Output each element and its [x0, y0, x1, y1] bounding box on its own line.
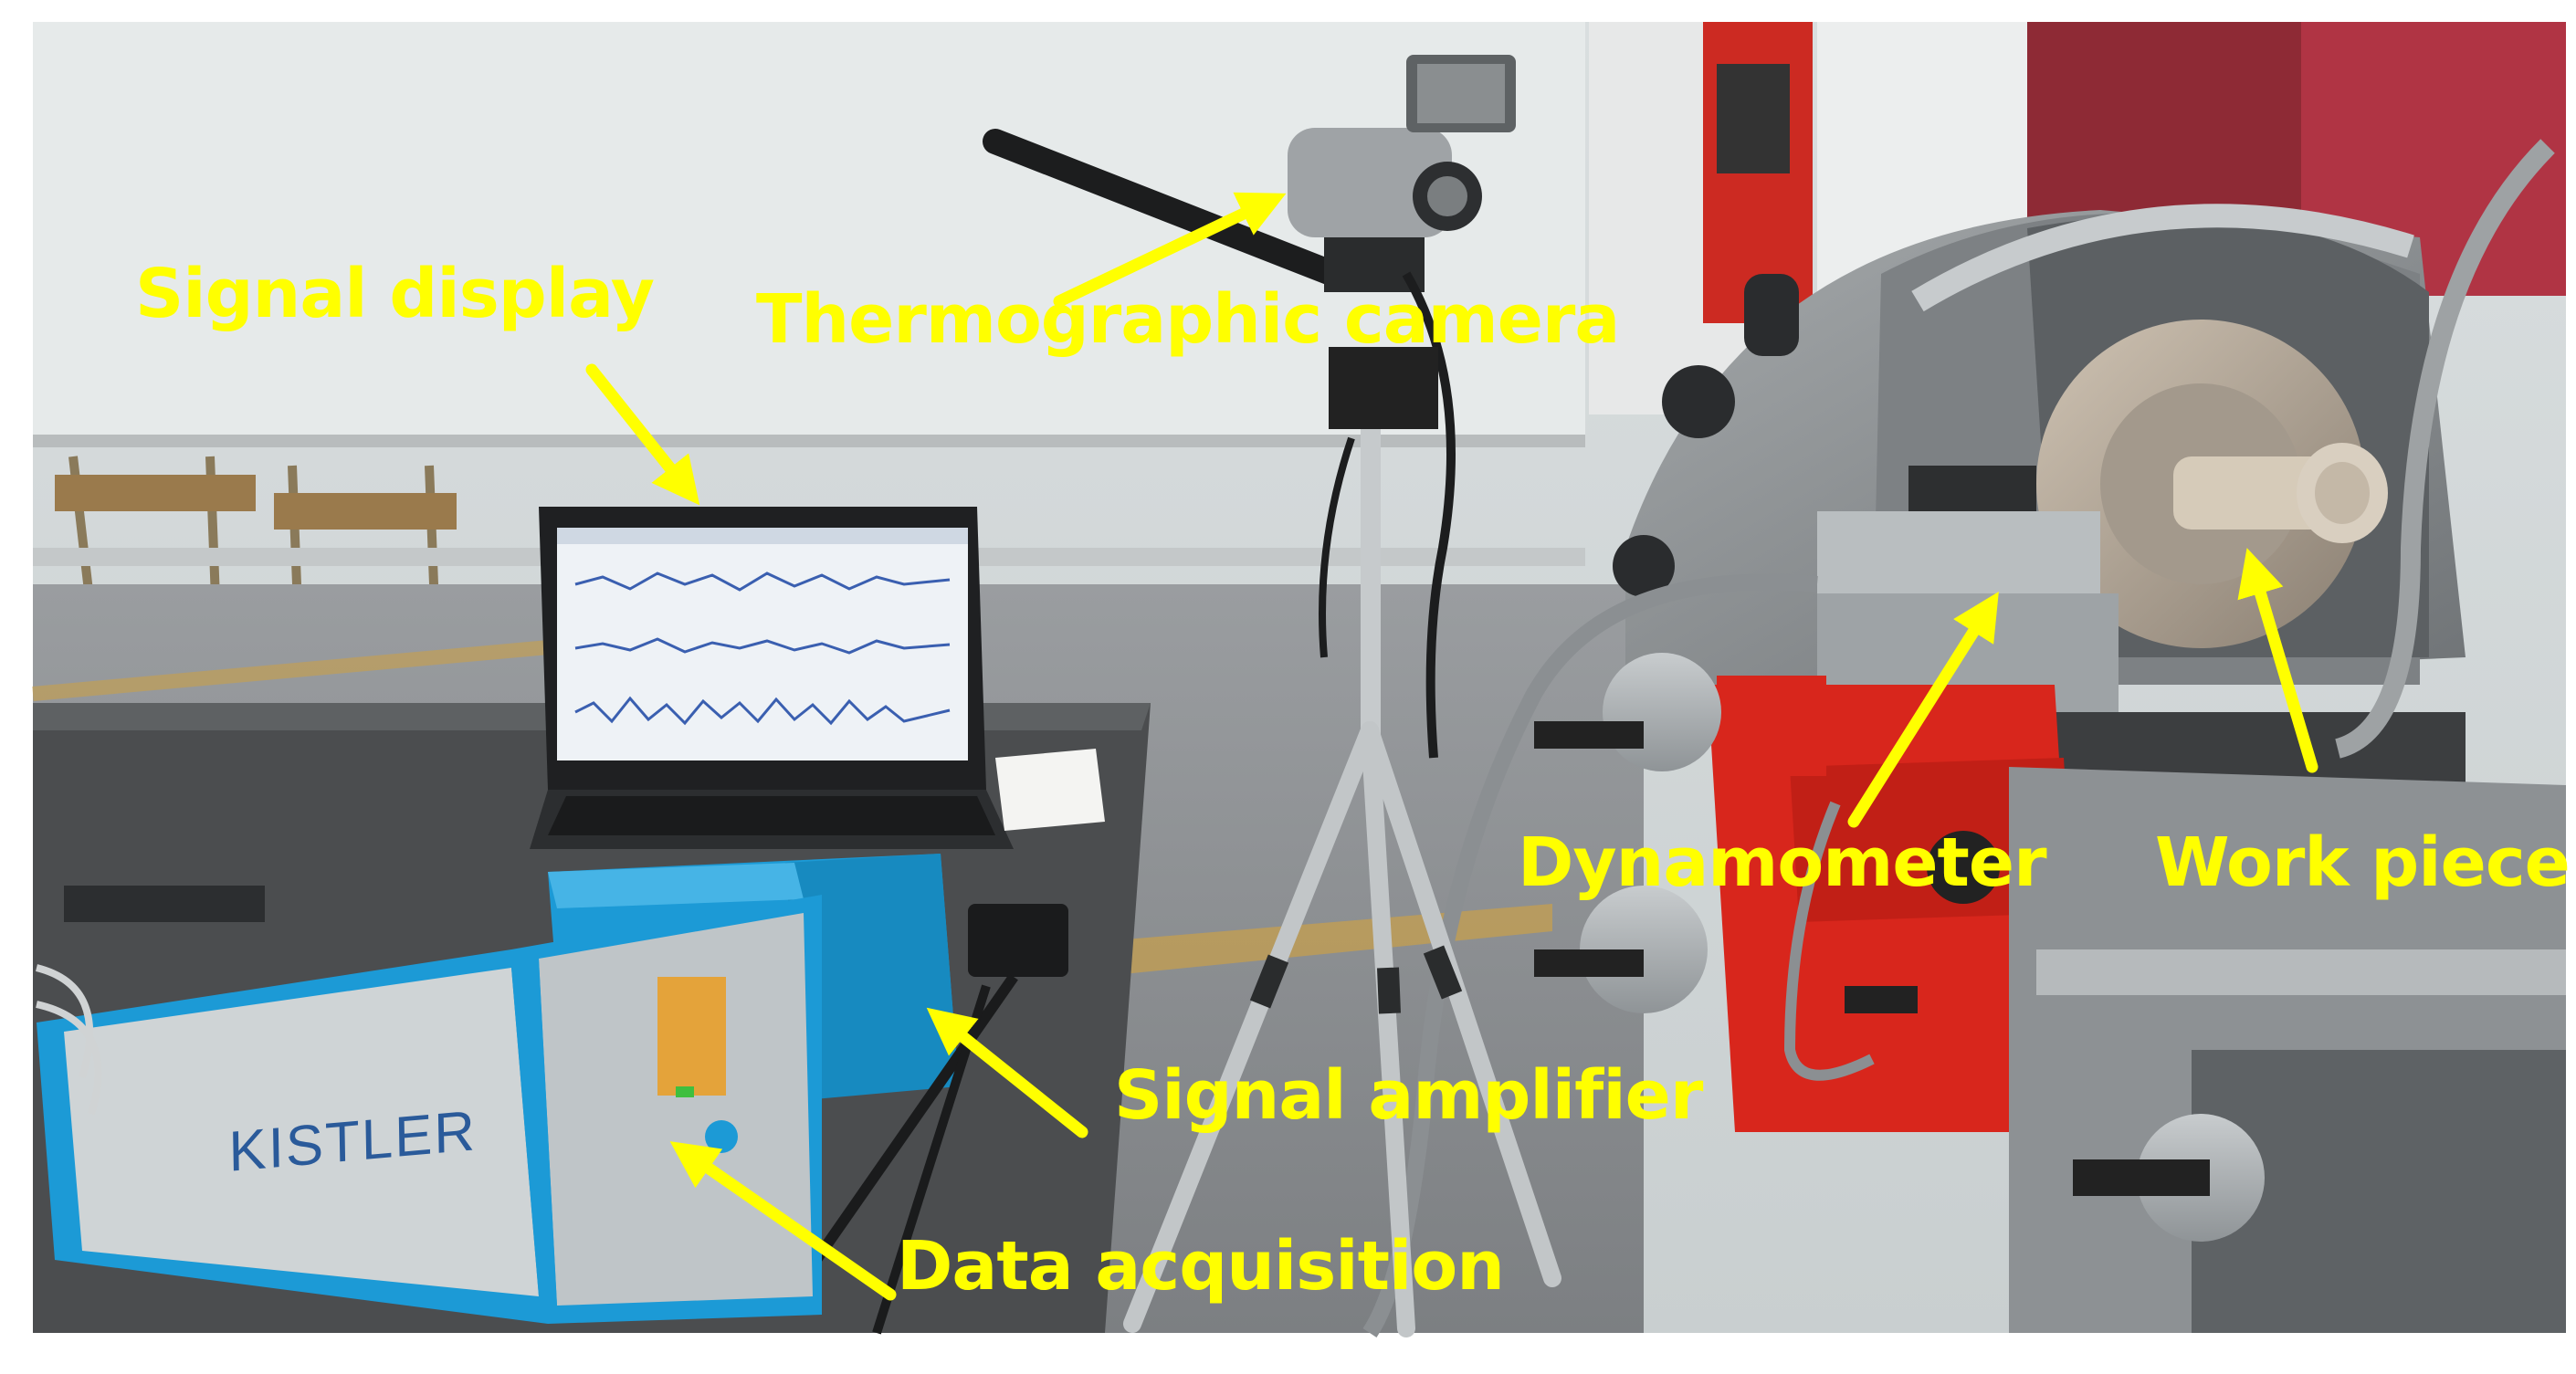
label-signal-amplifier: Signal amplifier	[1114, 1056, 1703, 1135]
label-data-acquisition: Data acquisition	[897, 1227, 1505, 1306]
label-thermographic-camera: Thermographic camera	[756, 280, 1620, 359]
label-work-piece: Work piece	[2155, 823, 2571, 902]
label-dynamometer: Dynamometer	[1518, 823, 2047, 902]
label-signal-display: Signal display	[135, 255, 655, 333]
